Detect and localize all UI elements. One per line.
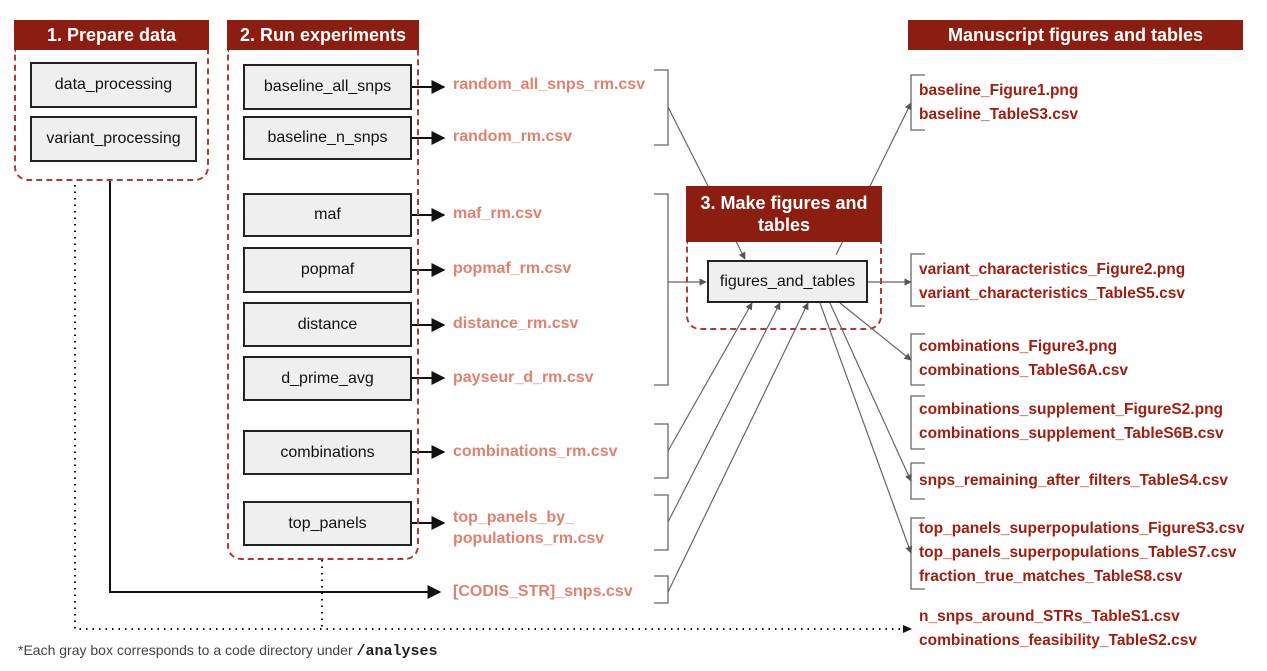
- result-item: combinations_feasibility_TableS2.csv: [919, 632, 1197, 649]
- header-manuscript: Manuscript figures and tables: [908, 20, 1243, 50]
- result-item: top_panels_superpopulations_TableS7.csv: [919, 544, 1237, 561]
- output-top-panels-line2: populations_rm.csv: [453, 530, 605, 547]
- footnote-path: /analyses: [356, 643, 438, 660]
- input-arrows: [667, 106, 809, 593]
- top-panels-box[interactable]: top_panels: [243, 501, 412, 546]
- result-item: variant_characteristics_Figure2.png: [919, 261, 1186, 278]
- prepare-data-group: [14, 50, 209, 181]
- results-baseline: baseline_Figure1.png baseline_TableS3.cs…: [919, 79, 1078, 127]
- output-distance: distance_rm.csv: [453, 315, 579, 332]
- variant-processing-box[interactable]: variant_processing: [30, 116, 197, 162]
- header-make-figures: 3. Make figures and tables: [686, 186, 882, 242]
- codis-arrow: [109, 180, 442, 599]
- result-item: combinations_TableS6A.csv: [919, 362, 1129, 379]
- maf-box[interactable]: maf: [243, 193, 412, 237]
- output-maf: maf_rm.csv: [453, 205, 542, 222]
- output-combinations: combinations_rm.csv: [453, 443, 618, 460]
- data-processing-box[interactable]: data_processing: [30, 62, 197, 108]
- results-snps-remaining: snps_remaining_after_filters_TableS4.csv: [919, 469, 1228, 493]
- results-dotted-analyses: n_snps_around_STRs_TableS1.csv combinati…: [919, 605, 1197, 653]
- results-top-panels: top_panels_superpopulations_FigureS3.csv…: [919, 517, 1245, 589]
- figures-and-tables-box[interactable]: figures_and_tables: [707, 260, 868, 303]
- footnote-text: *Each gray box corresponds to a code dir…: [18, 642, 357, 658]
- header-run-experiments: 2. Run experiments: [227, 20, 419, 50]
- result-item: combinations_supplement_TableS6B.csv: [919, 425, 1224, 442]
- result-item: combinations_Figure3.png: [919, 338, 1118, 355]
- result-item: baseline_TableS3.csv: [919, 106, 1079, 123]
- output-payseur: payseur_d_rm.csv: [453, 369, 594, 386]
- result-item: top_panels_superpopulations_FigureS3.csv: [919, 520, 1245, 537]
- baseline-n-snps-box[interactable]: baseline_n_snps: [243, 116, 412, 160]
- output-codis-str: [CODIS_STR]_snps.csv: [453, 583, 633, 600]
- result-item: combinations_supplement_FigureS2.png: [919, 401, 1224, 418]
- results-combinations-supplement: combinations_supplement_FigureS2.png com…: [919, 398, 1224, 446]
- baseline-all-snps-box[interactable]: baseline_all_snps: [243, 64, 412, 110]
- result-item: variant_characteristics_TableS5.csv: [919, 285, 1185, 302]
- results-variant-characteristics: variant_characteristics_Figure2.png vari…: [919, 258, 1185, 306]
- output-random-all-snps: random_all_snps_rm.csv: [453, 76, 646, 93]
- distance-box[interactable]: distance: [243, 302, 412, 347]
- header-prepare-data: 1. Prepare data: [14, 20, 209, 50]
- output-random: random_rm.csv: [453, 128, 573, 145]
- popmaf-box[interactable]: popmaf: [243, 247, 412, 293]
- d-prime-avg-box[interactable]: d_prime_avg: [243, 356, 412, 401]
- results-combinations: combinations_Figure3.png combinations_Ta…: [919, 335, 1128, 383]
- make-figures-group: [686, 242, 882, 330]
- result-item: baseline_Figure1.png: [919, 82, 1079, 99]
- result-item: n_snps_around_STRs_TableS1.csv: [919, 608, 1180, 625]
- output-top-panels-line1: top_panels_by_: [453, 509, 574, 526]
- result-item: fraction_true_matches_TableS8.csv: [919, 568, 1183, 585]
- input-brackets: [654, 69, 669, 604]
- output-popmaf: popmaf_rm.csv: [453, 260, 572, 277]
- result-item: snps_remaining_after_filters_TableS4.csv: [919, 472, 1228, 489]
- run-experiments-group: [227, 50, 419, 560]
- footnote: *Each gray box corresponds to a code dir…: [18, 642, 438, 660]
- result-brackets: [910, 74, 925, 590]
- combinations-box[interactable]: combinations: [243, 430, 412, 475]
